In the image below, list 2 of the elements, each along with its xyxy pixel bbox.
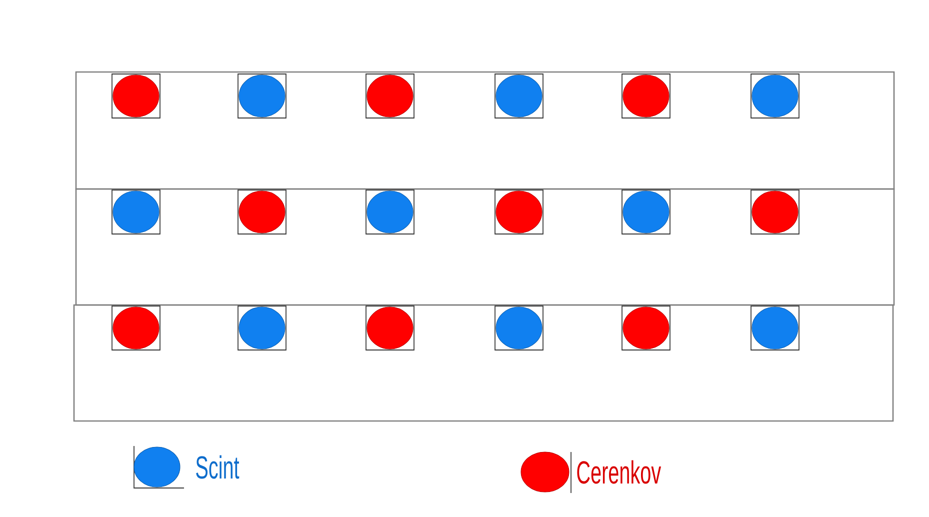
legend-label: Scint — [196, 455, 240, 479]
legend-label: Cerenkov — [577, 460, 662, 484]
